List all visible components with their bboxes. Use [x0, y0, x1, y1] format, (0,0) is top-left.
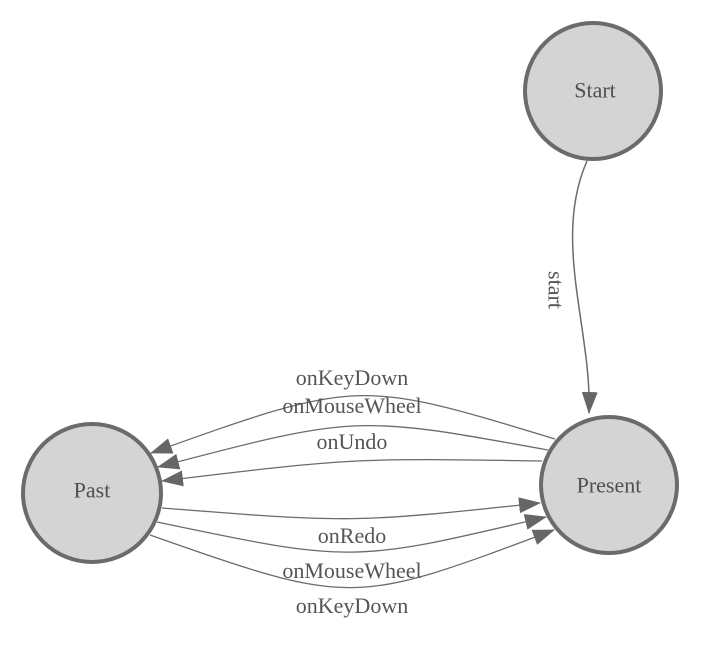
- transition-start-to-present: start: [543, 160, 598, 414]
- edge-label-onkeydown-bottom: onKeyDown: [296, 593, 408, 618]
- present-node-label: Present: [577, 472, 642, 497]
- edge-present-to-past-1[interactable]: [150, 394, 556, 454]
- transition-past-to-present-onkeydown: onKeyDown: [149, 529, 555, 618]
- past-node-label: Past: [74, 477, 111, 502]
- state-node-start[interactable]: Start: [523, 21, 663, 161]
- transition-past-to-present-onmousewheel: onMouseWheel: [156, 514, 547, 583]
- edge-label-onundo: onUndo: [317, 429, 388, 454]
- transition-past-to-present-onredo: onRedo: [161, 497, 541, 548]
- edge-label-onredo: onRedo: [318, 523, 386, 548]
- state-node-present[interactable]: Present: [539, 415, 679, 555]
- start-node-label: Start: [574, 77, 616, 102]
- edge-label-onmousewheel-bottom: onMouseWheel: [282, 558, 421, 583]
- start-node-circle[interactable]: [523, 21, 663, 161]
- past-node-circle[interactable]: [21, 422, 163, 564]
- edge-label-onkeydown-top: onKeyDown: [296, 365, 408, 390]
- transition-present-to-past-onmousewheel: onMouseWheel: [157, 393, 549, 470]
- edge-present-to-past-3[interactable]: [161, 458, 543, 487]
- edge-present-to-past-2[interactable]: [157, 424, 549, 470]
- edge-past-to-present-2[interactable]: [156, 514, 547, 553]
- edge-past-to-present-3[interactable]: [149, 529, 555, 589]
- present-node-circle[interactable]: [539, 415, 679, 555]
- transition-present-to-past-onundo: onUndo: [161, 429, 543, 487]
- edge-start-to-present[interactable]: [571, 160, 598, 414]
- edge-past-to-present-1[interactable]: [161, 497, 541, 520]
- edge-label-start: start: [543, 271, 568, 309]
- edge-label-onmousewheel-top: onMouseWheel: [282, 393, 421, 418]
- state-node-past[interactable]: Past: [21, 422, 163, 564]
- transition-present-to-past-onkeydown: onKeyDown: [150, 365, 556, 454]
